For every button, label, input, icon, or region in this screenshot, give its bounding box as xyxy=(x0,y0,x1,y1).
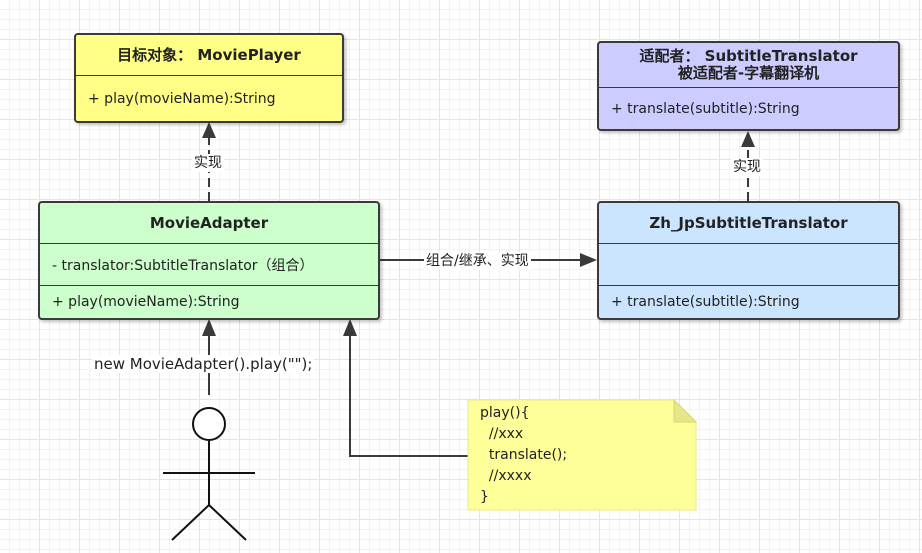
realize-label-left: 实现 xyxy=(192,154,224,172)
subtitle-translator-method: + translate(subtitle):String xyxy=(599,87,898,129)
movie-player-class[interactable]: 目标对象： MoviePlayer + play(movieName):Stri… xyxy=(74,33,344,123)
realize-arrowhead-left xyxy=(202,122,216,138)
association-arrowhead xyxy=(580,253,597,267)
actor-head xyxy=(192,407,226,441)
actor-stick-figure xyxy=(163,407,255,541)
note-connector-arrowhead xyxy=(343,319,357,336)
note-code-text: play(){ //xxx translate(); //xxxx } xyxy=(480,405,568,505)
subtitle-translator-title: 适配者： SubtitleTranslator 被适配者-字幕翻译机 xyxy=(599,43,898,87)
actor-left-leg xyxy=(171,504,210,541)
subtitle-translator-title-line1: 适配者： SubtitleTranslator xyxy=(639,47,858,65)
zh-jp-translator-field xyxy=(599,243,898,285)
movie-adapter-method: + play(movieName):String xyxy=(40,285,378,318)
subtitle-translator-title-line2: 被适配者-字幕翻译机 xyxy=(677,64,820,82)
realize-label-right: 实现 xyxy=(731,158,763,176)
note-connector-line xyxy=(349,336,468,457)
movie-player-title: 目标对象： MoviePlayer xyxy=(117,45,301,64)
client-call-arrowhead xyxy=(202,319,216,336)
note-shape xyxy=(467,399,697,511)
zh-jp-translator-method: + translate(subtitle):String xyxy=(599,285,898,318)
note-fold-corner xyxy=(673,398,698,423)
realize-arrowhead-right xyxy=(741,131,755,147)
client-call-label: new MovieAdapter().play(""); xyxy=(92,355,315,373)
association-label: 组合/继承、实现 xyxy=(424,252,531,270)
zh-jp-translator-title: Zh_JpSubtitleTranslator xyxy=(649,213,848,232)
movie-adapter-field: - translator:SubtitleTranslator（组合） xyxy=(40,243,378,285)
movie-player-method: + play(movieName):String xyxy=(76,75,342,121)
zh-jp-translator-class[interactable]: Zh_JpSubtitleTranslator + translate(subt… xyxy=(597,201,900,320)
movie-adapter-title: MovieAdapter xyxy=(149,213,269,232)
movie-adapter-class[interactable]: MovieAdapter - translator:SubtitleTransl… xyxy=(38,201,380,320)
subtitle-translator-class[interactable]: 适配者： SubtitleTranslator 被适配者-字幕翻译机 + tra… xyxy=(597,41,900,131)
actor-right-leg xyxy=(208,504,247,541)
